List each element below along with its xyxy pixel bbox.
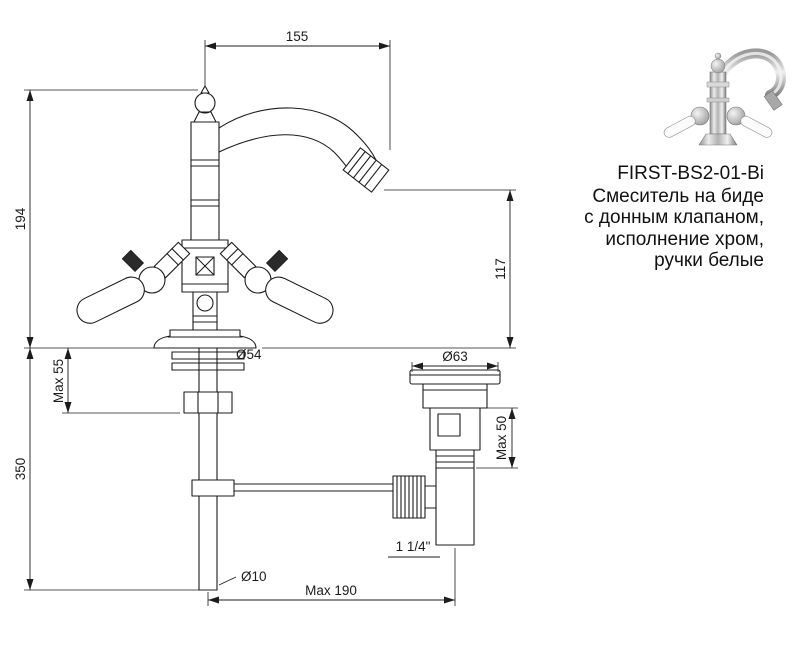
- product-description-line: исполнение хром,: [605, 228, 764, 250]
- rod-clamp: [191, 479, 235, 497]
- photo-body: [709, 71, 727, 135]
- finial-ball: [194, 92, 216, 114]
- waste-setscrew: [437, 413, 461, 437]
- spout-outlet: [342, 147, 390, 193]
- product-description-line: Смеситель на биде: [592, 185, 764, 207]
- finial-tip: [200, 85, 210, 94]
- waste-tailpiece: [435, 449, 475, 546]
- dim-rod-diameter-label: Ø10: [241, 569, 267, 584]
- dimension-labels: 155 194 350 Max 55 117 Ø54 Ø63 Max 50 1 …: [13, 29, 509, 598]
- valve-cross-detail: [195, 256, 215, 276]
- right-handle-lever: [265, 276, 334, 324]
- spout-top-edge: [218, 107, 377, 161]
- photo-left-lever: [663, 115, 696, 138]
- product-code: FIRST-BS2-01-Bi: [617, 163, 764, 184]
- dim-height-below-deck-label: 350: [13, 458, 28, 481]
- column-ball-detail: [196, 294, 214, 312]
- photo-finial: [710, 58, 726, 74]
- product-description-line: ручки белые: [654, 250, 764, 271]
- dim-outlet-height-label: 117: [493, 258, 508, 280]
- spout-bottom-edge: [218, 134, 355, 179]
- dim-height-above-deck-label: 194: [13, 207, 28, 230]
- deck-gasket: [171, 351, 245, 360]
- photo-spout-outlet: [763, 90, 783, 111]
- drain-assembly: [392, 369, 501, 546]
- right-handle-cap: [266, 249, 289, 272]
- faucet-outline: [76, 85, 401, 591]
- dim-deck-thickness-label: Max 55: [51, 359, 66, 403]
- dimension-lines: [26, 42, 516, 604]
- dim-waste-flange-label: Ø63: [442, 349, 468, 364]
- mounting-nut: [183, 391, 233, 414]
- photo-base: [698, 133, 738, 146]
- product-photo: [663, 48, 786, 146]
- photo-right-lever: [740, 115, 773, 138]
- dim-waste-body-label: Max 50: [494, 416, 509, 460]
- dim-spout-reach-label: 155: [286, 29, 309, 44]
- waste-flange: [409, 369, 501, 385]
- dim-base-diameter-label: Ø54: [236, 347, 262, 362]
- left-handle: [76, 241, 191, 324]
- left-handle-cap: [121, 249, 144, 272]
- base-flange: [153, 329, 257, 349]
- deck-clamp-plate: [171, 362, 245, 371]
- dim-thread-label: 1 1/4": [396, 539, 431, 554]
- product-description-line: с донным клапаном,: [584, 207, 764, 228]
- left-handle-lever: [76, 276, 145, 324]
- product-info: FIRST-BS2-01-Bi Смеситель на биде с донн…: [584, 163, 764, 272]
- right-handle: [219, 241, 334, 324]
- waste-body: [422, 383, 488, 409]
- dim-rod-to-waste-label: Max 190: [305, 583, 357, 598]
